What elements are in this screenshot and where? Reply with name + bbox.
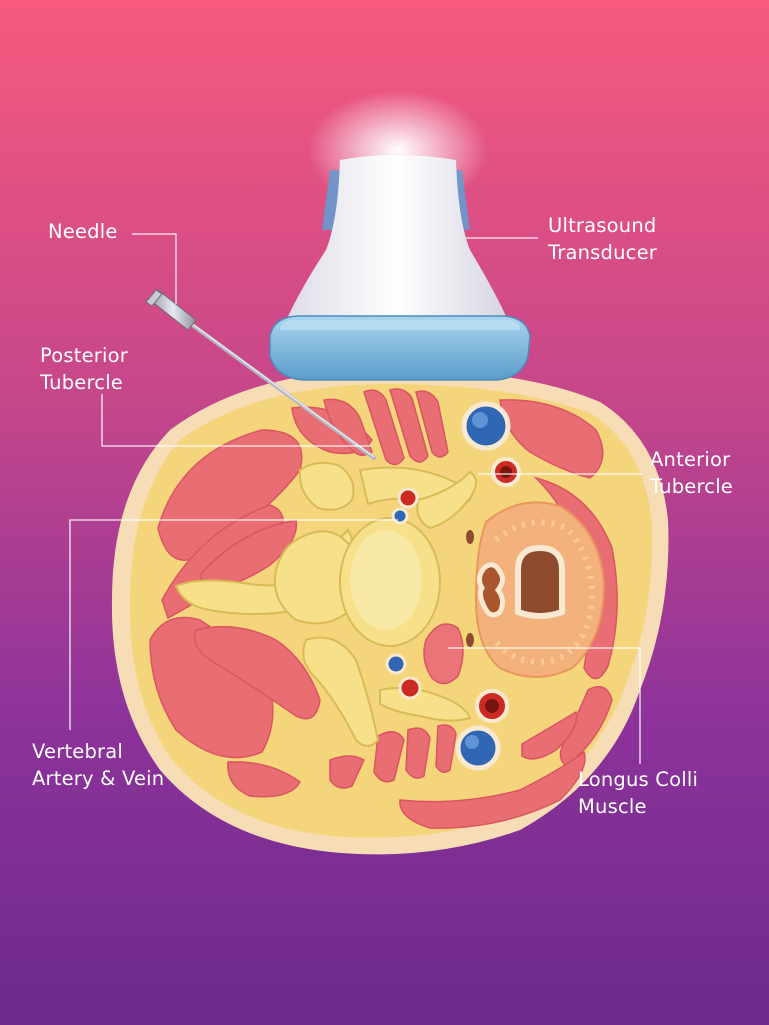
jugular-vein-upper <box>461 401 511 451</box>
vertebral-vein-upper <box>391 507 409 525</box>
inferior-muscles <box>329 724 457 789</box>
leader-lines <box>69 233 642 764</box>
leader-vertebral-vessels <box>69 519 398 730</box>
vertebral-vessels <box>385 487 422 700</box>
anterior-tubercle <box>416 470 477 530</box>
carotid-artery-upper-lumen <box>500 466 512 478</box>
muscle <box>521 710 578 760</box>
needle <box>145 289 376 460</box>
vertebral-vein-lower <box>385 653 407 675</box>
muscle <box>435 724 457 773</box>
probe-body <box>282 155 512 330</box>
muscle <box>193 625 321 720</box>
leader-needle <box>132 233 177 304</box>
muscle <box>389 388 429 463</box>
muscle <box>499 399 604 479</box>
jugular-vein-lower-highlight <box>465 735 479 749</box>
articular-pillar <box>274 530 358 625</box>
ultrasound-transducer-label: Ultrasound Transducer <box>548 212 657 266</box>
needle-hub-cap <box>145 289 163 307</box>
needle-shaft <box>178 314 376 460</box>
carotid-artery-lower-lumen <box>485 699 499 713</box>
muscle <box>373 731 405 783</box>
longus-colli-muscle <box>423 623 464 685</box>
anterior-tubercle-label: Anterior Tubercle <box>650 446 733 500</box>
label-line: Transducer <box>548 241 658 264</box>
muscle <box>559 685 613 767</box>
vertebral-artery-lower <box>398 676 422 700</box>
vertebral-artery-vein-label: Vertebral Artery & Vein <box>32 738 164 792</box>
label-line: Vertebral <box>32 740 124 763</box>
posterior-tubercle <box>298 461 355 511</box>
muscle <box>415 390 449 458</box>
jugular-vein-upper-highlight <box>472 412 488 428</box>
label-line: Longus Colli <box>578 768 699 791</box>
label-line: Artery & Vein <box>32 767 165 790</box>
label-line: Tubercle <box>40 371 124 394</box>
muscle <box>363 389 405 466</box>
muscle <box>227 761 301 798</box>
probe-tip <box>269 315 531 381</box>
label-line: Ultrasound <box>548 214 657 237</box>
label-line: Muscle <box>578 795 647 818</box>
jugular-vein-lower <box>455 725 501 771</box>
muscle <box>329 755 365 789</box>
probe-tip-face <box>280 320 520 330</box>
label-line: Tubercle <box>650 475 734 498</box>
lamina-lower <box>302 636 380 747</box>
cervical-vertebra <box>174 461 477 747</box>
esophagus <box>476 562 506 618</box>
vertebral-body-inner <box>350 530 422 630</box>
leader-posterior-tubercle <box>101 394 372 447</box>
label-line: Anterior <box>650 448 731 471</box>
muscle <box>405 727 431 779</box>
muscle <box>149 616 274 759</box>
longus-colli-muscle-label: Longus Colli Muscle <box>578 766 698 820</box>
trachea <box>515 544 565 619</box>
neck-cross-section <box>111 369 669 855</box>
ultrasound-transducer <box>269 90 531 381</box>
strap-muscles <box>323 388 449 466</box>
needle-shaft-highlight <box>179 314 375 458</box>
small-vessel <box>466 530 474 544</box>
vertebral-artery-upper <box>397 487 419 509</box>
needle-label: Needle <box>48 220 118 243</box>
label-line: Posterior <box>40 344 128 367</box>
great-vessels <box>455 401 521 771</box>
posterior-tubercle-label: Posterior Tubercle <box>40 342 128 396</box>
small-vessel <box>466 633 474 647</box>
leader-longus-colli <box>448 647 641 764</box>
muscle <box>399 750 586 829</box>
